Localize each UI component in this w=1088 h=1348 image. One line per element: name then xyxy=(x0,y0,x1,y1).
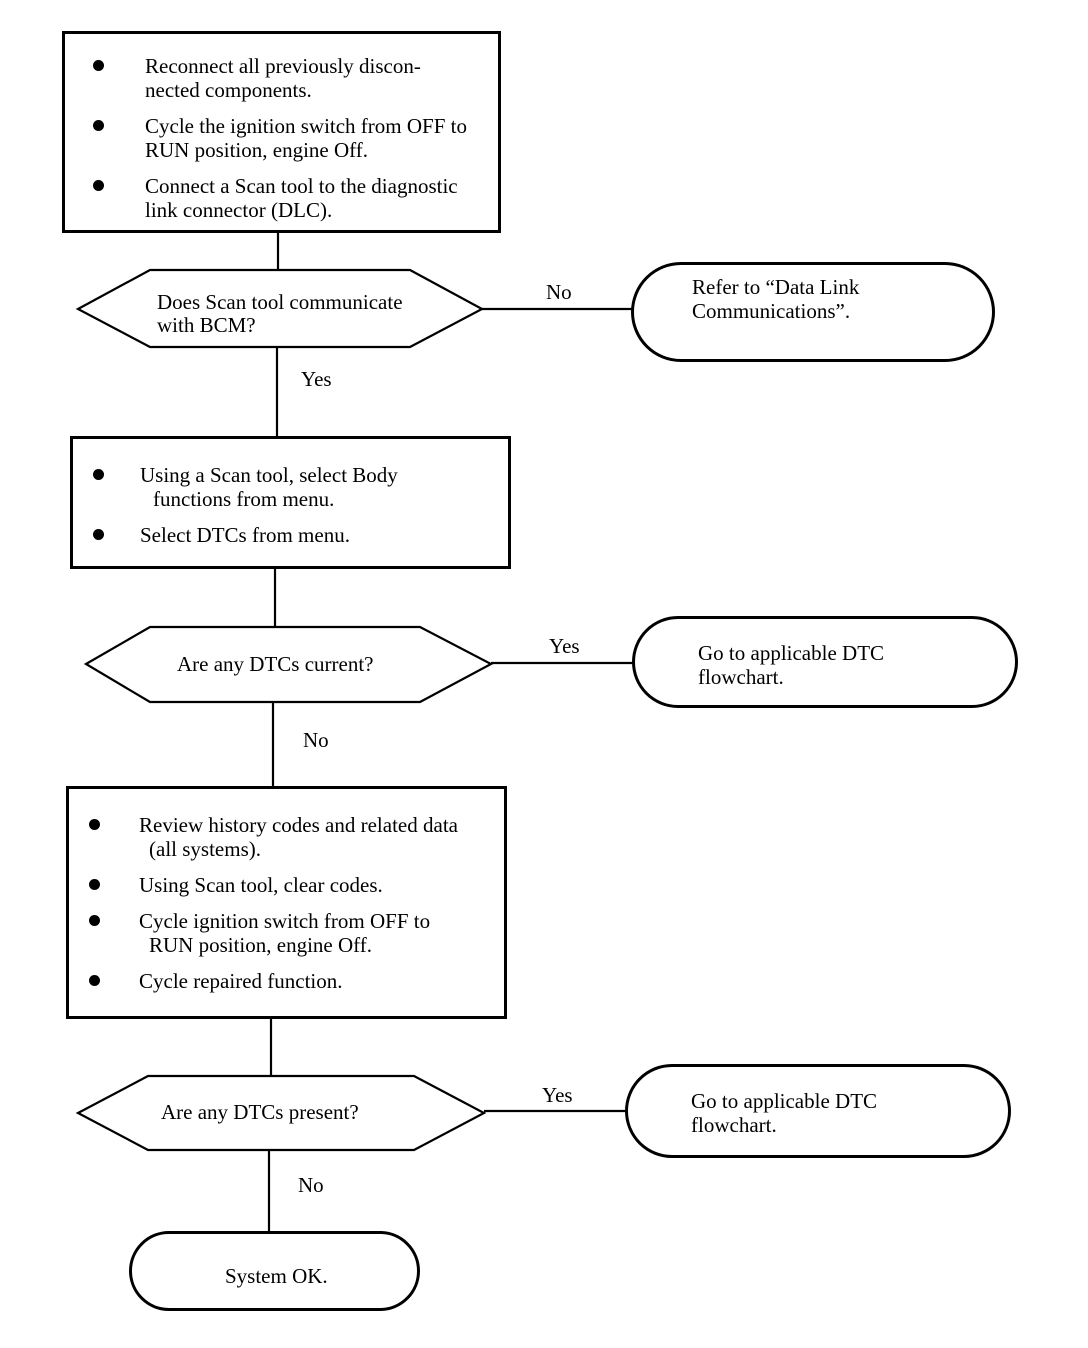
bullet-dot xyxy=(89,975,100,986)
decision-2-text: Are any DTCs current? xyxy=(177,652,374,676)
step-box-2: Using a Scan tool, select Body functions… xyxy=(70,436,511,569)
bullet-dot xyxy=(89,915,100,926)
step-3-item-3: Cycle ignition switch from OFF to RUN po… xyxy=(69,909,504,957)
decision-2-down-label: No xyxy=(303,728,329,752)
decision-diamond-3 xyxy=(75,1074,487,1152)
step-1-item-2: Cycle the ignition switch from OFF to RU… xyxy=(65,114,498,162)
terminal-1-text: Refer to “Data Link Communications”. xyxy=(692,275,860,323)
bullet-dot xyxy=(93,60,104,71)
bullet-dot xyxy=(89,879,100,890)
decision-3-text: Are any DTCs present? xyxy=(161,1100,359,1124)
step-2-item-1: Using a Scan tool, select Body functions… xyxy=(73,463,508,511)
terminal-refer-data-link: Refer to “Data Link Communications”. xyxy=(631,262,995,362)
decision-3-side-label: Yes xyxy=(542,1083,573,1107)
terminal-go-to-dtc-2: Go to applicable DTC flowchart. xyxy=(625,1064,1011,1158)
terminal-system-ok: System OK. xyxy=(129,1231,420,1311)
terminal-3-text: Go to applicable DTC flowchart. xyxy=(691,1089,878,1137)
step-2-item-2: Select DTCs from menu. xyxy=(73,523,508,547)
bullet-dot xyxy=(93,120,104,131)
bullet-dot xyxy=(89,819,100,830)
terminal-2-text: Go to applicable DTC flowchart. xyxy=(698,641,885,689)
decision-2-side-label: Yes xyxy=(549,634,580,658)
terminal-4-text: System OK. xyxy=(225,1264,328,1288)
step-3-item-4: Cycle repaired function. xyxy=(69,969,504,993)
decision-1-side-label: No xyxy=(546,280,572,304)
step-box-1: Reconnect all previously discon- nected … xyxy=(62,31,501,233)
decision-diamond-2 xyxy=(83,625,494,704)
decision-3-down-label: No xyxy=(298,1173,324,1197)
step-1-item-1: Reconnect all previously discon- nected … xyxy=(65,54,498,102)
decision-1-text: Does Scan tool communicate with BCM? xyxy=(157,290,403,337)
bullet-dot xyxy=(93,180,104,191)
step-box-3: Review history codes and related data (a… xyxy=(66,786,507,1019)
decision-1-down-label: Yes xyxy=(301,367,332,391)
step-3-item-1: Review history codes and related data (a… xyxy=(69,813,504,861)
bullet-dot xyxy=(93,469,104,480)
step-1-item-3: Connect a Scan tool to the diagnostic li… xyxy=(65,174,498,222)
bullet-dot xyxy=(93,529,104,540)
step-3-item-2: Using Scan tool, clear codes. xyxy=(69,873,504,897)
terminal-go-to-dtc-1: Go to applicable DTC flowchart. xyxy=(632,616,1018,708)
decision-diamond-1 xyxy=(75,268,485,349)
